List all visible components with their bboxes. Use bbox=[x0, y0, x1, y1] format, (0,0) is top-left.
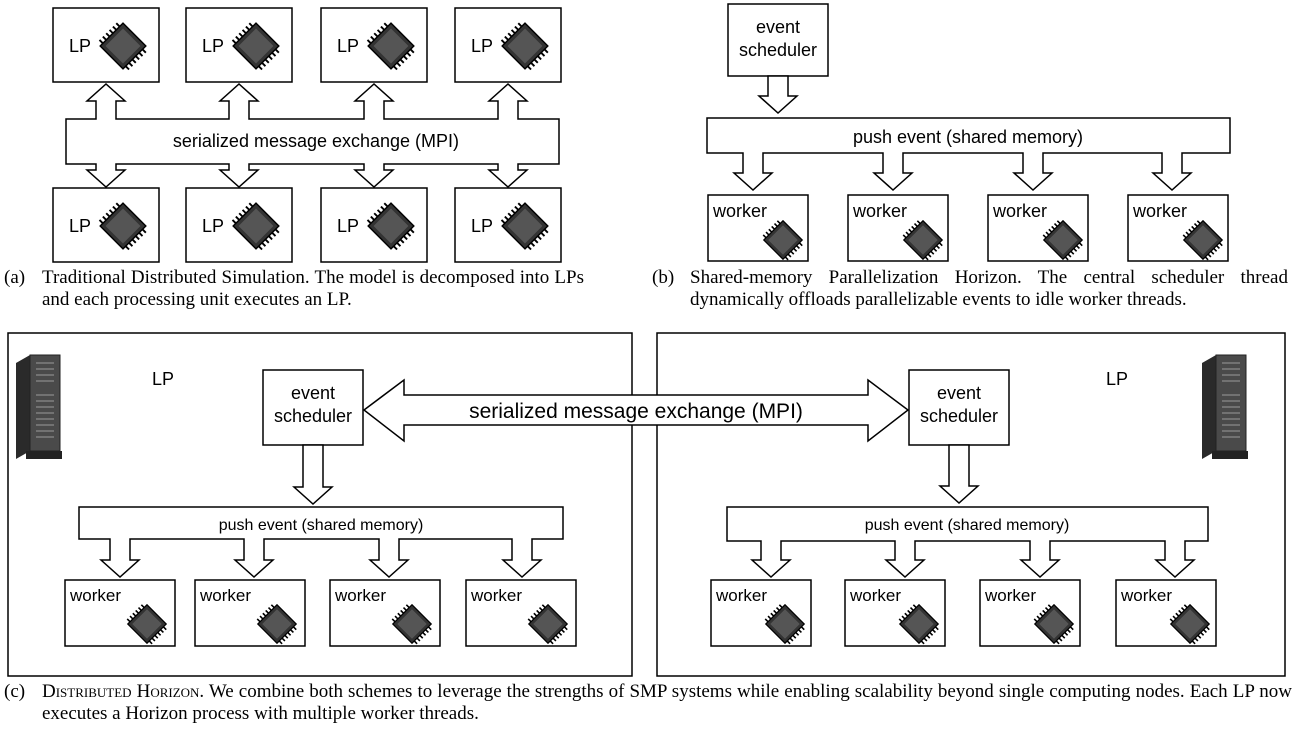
worker-box-left-2 bbox=[194, 579, 306, 647]
mpi-exchange-label-c: serialized message exchange (MPI) bbox=[469, 400, 803, 423]
caption-c: (c) Distributed Horizon. We combine both… bbox=[4, 681, 1292, 725]
lp-label: LP bbox=[337, 36, 359, 56]
scheduler-arrow-right bbox=[938, 444, 980, 505]
worker-box-right-3 bbox=[979, 579, 1081, 647]
worker-box-right-1 bbox=[710, 579, 812, 647]
caption-a: (a) Traditional Distributed Simulation. … bbox=[4, 267, 584, 311]
worker-box-left-4 bbox=[465, 579, 577, 647]
lp-node-left-label: LP bbox=[152, 369, 174, 389]
worker-label: worker bbox=[1120, 586, 1172, 605]
lp-label: LP bbox=[202, 36, 224, 56]
worker-box-right-2 bbox=[844, 579, 946, 647]
lp-label: LP bbox=[202, 216, 224, 236]
lp-label: LP bbox=[471, 36, 493, 56]
push-event-label: push event (shared memory) bbox=[853, 127, 1083, 147]
mpi-exchange-label: serialized message exchange (MPI) bbox=[173, 131, 459, 151]
server-icon bbox=[1201, 354, 1249, 460]
worker-label: worker bbox=[334, 586, 386, 605]
worker-label: worker bbox=[1132, 201, 1187, 221]
lp-label: LP bbox=[337, 216, 359, 236]
push-event-label-left: push event (shared memory) bbox=[219, 517, 424, 534]
lp-node-right-label: LP bbox=[1106, 369, 1128, 389]
event-scheduler-label-line2: scheduler bbox=[274, 406, 352, 426]
event-scheduler-label-line2: scheduler bbox=[739, 40, 817, 60]
worker-box-right-4 bbox=[1115, 579, 1217, 647]
lp-label: LP bbox=[69, 216, 91, 236]
caption-b: (b) Shared-memory Parallelization Horizo… bbox=[652, 267, 1288, 311]
worker-label: worker bbox=[199, 586, 251, 605]
push-event-label-right: push event (shared memory) bbox=[865, 517, 1070, 534]
worker-label: worker bbox=[470, 586, 522, 605]
lp-label: LP bbox=[69, 36, 91, 56]
caption-b-label: (b) bbox=[652, 267, 675, 288]
caption-a-label: (a) bbox=[4, 267, 26, 288]
worker-label: worker bbox=[849, 586, 901, 605]
worker-label: worker bbox=[715, 586, 767, 605]
caption-a-text: Traditional Distributed Simulation. The … bbox=[42, 267, 584, 310]
event-scheduler-left bbox=[262, 369, 364, 446]
lp-label: LP bbox=[471, 216, 493, 236]
caption-c-text: We combine both schemes to leverage the … bbox=[42, 681, 1292, 724]
worker-box-left-1 bbox=[64, 579, 176, 647]
push-event-bus bbox=[726, 506, 1209, 579]
mpi-exchange-arrow bbox=[362, 378, 910, 443]
worker-label: worker bbox=[992, 201, 1047, 221]
scheduler-arrow-left bbox=[292, 444, 334, 506]
server-icon bbox=[15, 354, 63, 460]
event-scheduler-label-line1: event bbox=[291, 383, 335, 403]
event-scheduler-right bbox=[908, 369, 1010, 446]
scheduler-arrow bbox=[757, 75, 799, 115]
event-scheduler-label-line2: scheduler bbox=[920, 406, 998, 426]
worker-label: worker bbox=[852, 201, 907, 221]
event-scheduler-label-line1: event bbox=[937, 383, 981, 403]
caption-b-text: Shared-memory Parallelization Horizon. T… bbox=[690, 267, 1288, 310]
caption-c-title: Distributed Horizon. bbox=[42, 681, 205, 702]
event-scheduler-label-line1: event bbox=[756, 17, 800, 37]
mpi-exchange-bus bbox=[65, 82, 560, 189]
worker-label: worker bbox=[69, 586, 121, 605]
worker-box-left-3 bbox=[329, 579, 441, 647]
push-event-bus bbox=[706, 117, 1231, 192]
caption-c-label: (c) bbox=[4, 681, 26, 702]
push-event-bus bbox=[78, 506, 564, 579]
worker-label: worker bbox=[712, 201, 767, 221]
worker-label: worker bbox=[984, 586, 1036, 605]
